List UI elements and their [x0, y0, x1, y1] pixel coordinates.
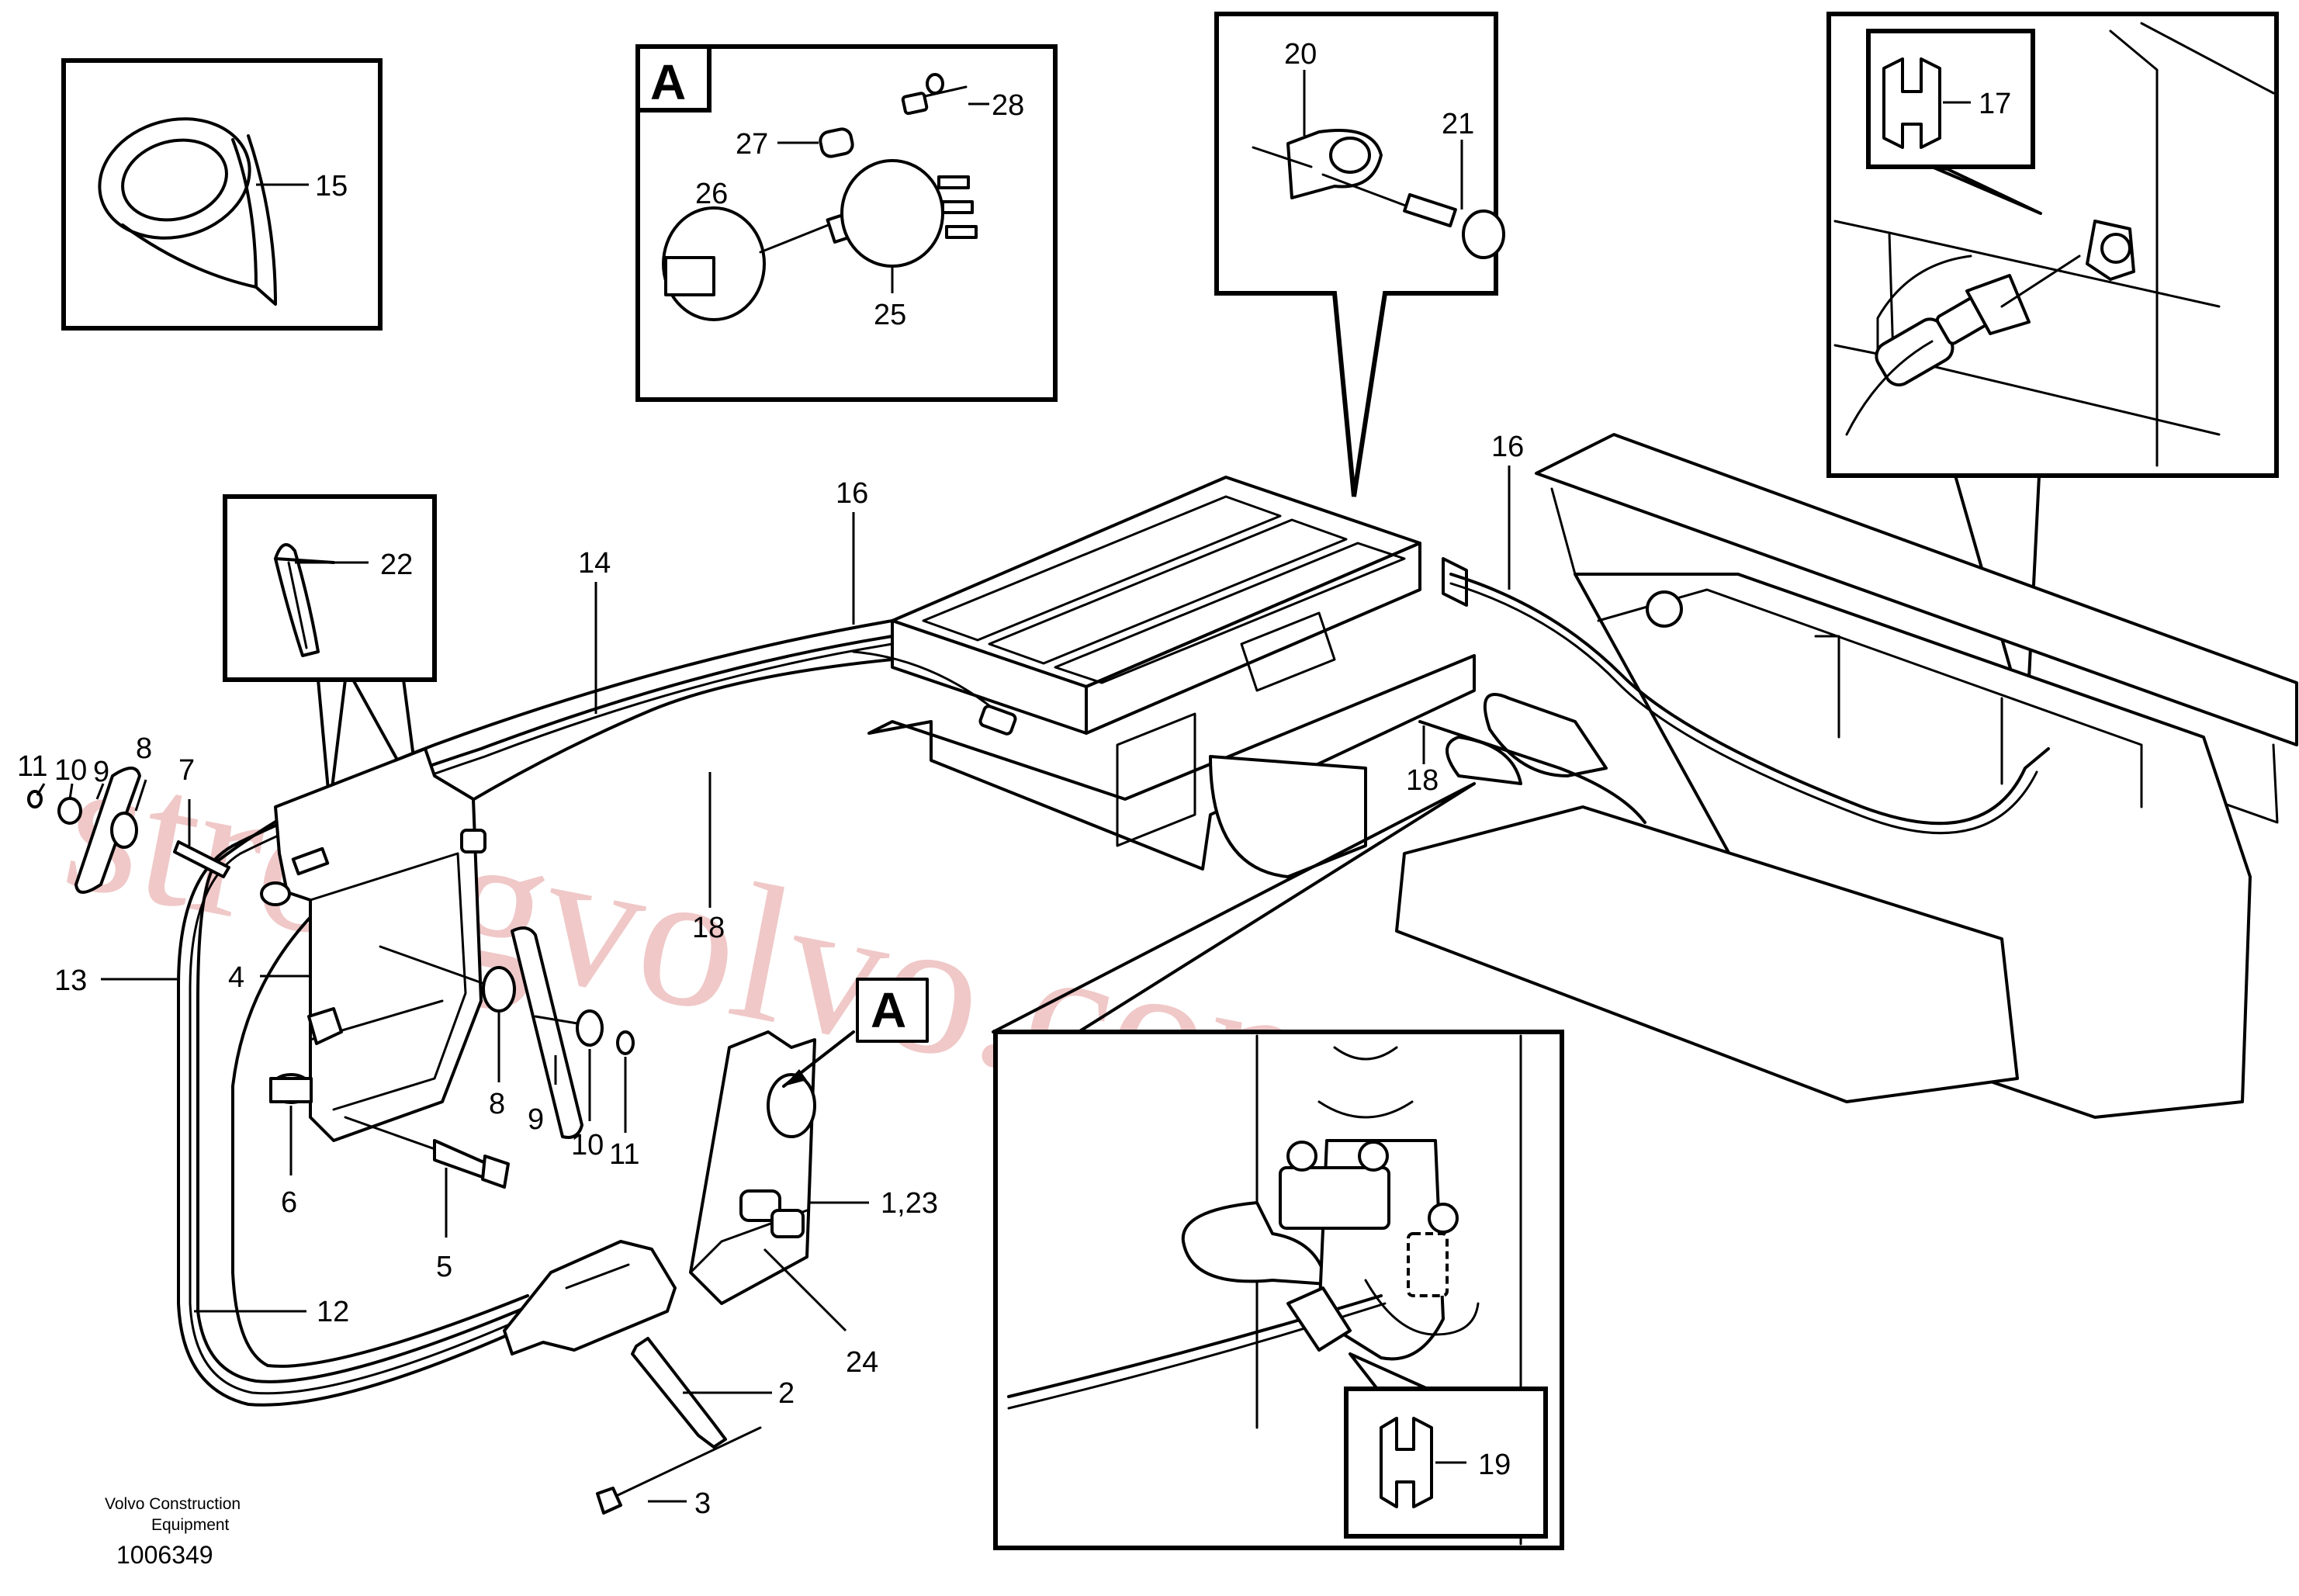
callout-cable-tie: 22 [223, 494, 437, 682]
label-26: 26 [695, 178, 728, 210]
label-6: 6 [281, 1186, 297, 1219]
label-10-left: 10 [54, 754, 87, 787]
wire-clip-icon [1882, 57, 1941, 149]
connector-pin-icon [901, 73, 968, 116]
company-line-2: Equipment [151, 1516, 230, 1534]
cabin-structure [1395, 433, 2298, 1119]
callout-hose-clamp: 19 [993, 1030, 1564, 1550]
footer: Volvo Construction Equipment 1006349 [105, 1495, 241, 1569]
label-8-right: 8 [489, 1088, 505, 1120]
label-9-left: 9 [93, 756, 109, 788]
label-11-right: 11 [609, 1138, 639, 1171]
label-9-right: 9 [528, 1103, 544, 1136]
label-4: 4 [228, 961, 244, 994]
label-16-left: 16 [836, 477, 868, 510]
company-line-1: Volvo Construction [105, 1495, 241, 1513]
label-25: 25 [874, 299, 906, 331]
label-24: 24 [846, 1346, 878, 1379]
label-14: 14 [578, 547, 611, 580]
leader-lines [36, 466, 1511, 1503]
detail-a-letter: A [650, 54, 686, 110]
label-13: 13 [54, 964, 87, 997]
screw-icon [1321, 173, 1505, 259]
rotary-switch-icon [759, 159, 978, 268]
label-22: 22 [380, 549, 413, 581]
label-16-right: 16 [1491, 431, 1524, 463]
label-27: 27 [736, 128, 768, 161]
label-15: 15 [315, 170, 348, 203]
label-3: 3 [694, 1487, 711, 1520]
label-28: 28 [992, 89, 1024, 122]
tape-roll-icon [98, 117, 277, 306]
clamp-icon [1252, 129, 1383, 199]
callout-detail-a: A 28 27 26 25 [635, 44, 1058, 402]
label-18-left: 18 [692, 912, 725, 944]
label-2: 2 [778, 1377, 795, 1410]
label-7: 7 [178, 754, 195, 787]
callout-cable-connection: 17 [1826, 12, 2279, 478]
callout-clamp: 20 21 [1214, 12, 1505, 497]
label-11-left: 11 [17, 750, 47, 783]
label-19: 19 [1478, 1449, 1511, 1481]
sleeve-icon [819, 127, 854, 158]
label-5: 5 [436, 1251, 452, 1283]
drawing-number: 1006349 [116, 1541, 213, 1569]
detail-a-reference: A [782, 978, 929, 1088]
label-10-right: 10 [571, 1129, 604, 1162]
label-20: 20 [1284, 38, 1317, 71]
bracket-assembly [27, 747, 816, 1515]
detail-a-ref-letter: A [871, 982, 906, 1038]
label-18-right: 18 [1406, 764, 1439, 797]
knob-icon [662, 206, 766, 321]
part-labels: 14 16 16 11 10 9 8 7 18 18 13 4 8 9 10 1… [17, 431, 1524, 1520]
heater-unit [867, 476, 1476, 878]
label-21: 21 [1442, 108, 1474, 140]
label-1-23: 1,23 [881, 1187, 938, 1220]
label-8-left: 8 [136, 732, 152, 765]
label-12: 12 [317, 1296, 349, 1328]
wire-clip-small-icon [1380, 1417, 1433, 1508]
callout-tape-roll: 15 [61, 58, 383, 331]
label-17: 17 [1979, 88, 2011, 120]
